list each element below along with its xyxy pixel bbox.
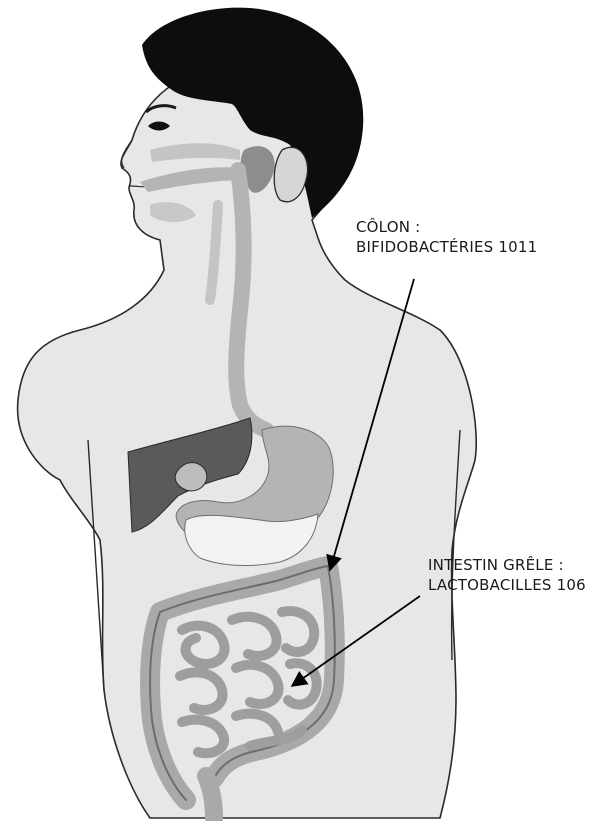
intestin-label: INTESTIN GRÊLE : LACTOBACILLES 106	[428, 555, 586, 595]
colon-label-title: CÔLON :	[356, 217, 537, 237]
rectum	[206, 776, 214, 818]
intestin-label-title: INTESTIN GRÊLE :	[428, 555, 586, 575]
intestin-label-value: LACTOBACILLES 106	[428, 575, 586, 595]
colon-label-value: BIFIDOBACTÉRIES 1011	[356, 237, 537, 257]
colon-label: CÔLON : BIFIDOBACTÉRIES 1011	[356, 217, 537, 257]
